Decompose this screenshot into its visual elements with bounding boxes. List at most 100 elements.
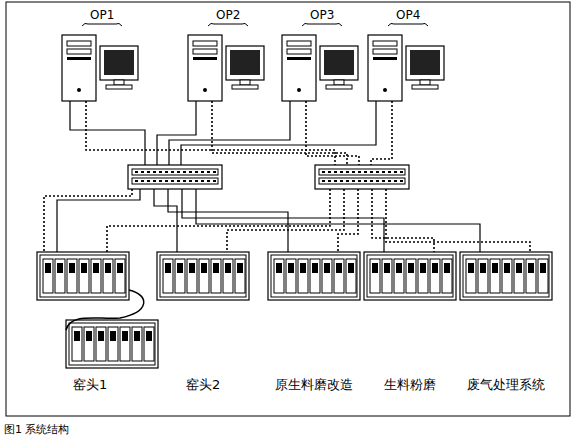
drive-bay (287, 41, 311, 46)
power-button (203, 88, 207, 92)
monitor-screen (230, 50, 260, 75)
figure-frame (6, 2, 570, 416)
module-front (86, 331, 92, 341)
io-module (418, 259, 428, 293)
dotted-network-cable (227, 189, 344, 252)
module-front (146, 331, 152, 341)
module-front (276, 263, 282, 273)
plc-station: 窑头1 (71, 376, 109, 394)
label-bracket (208, 23, 248, 26)
station-name: 窑头1 (73, 376, 107, 394)
computer-tower (368, 35, 402, 101)
station-label: OP3 (310, 8, 334, 22)
drive-slot (373, 57, 397, 60)
switch-port (364, 180, 367, 182)
switch-port (165, 180, 168, 182)
rack-frame (160, 255, 246, 297)
drive-bay (373, 49, 397, 54)
rack-frame (69, 323, 155, 365)
module-front (225, 263, 231, 273)
io-module (394, 259, 404, 293)
switch-port (328, 180, 331, 182)
plc-rack (157, 252, 249, 300)
switch-port (346, 180, 349, 182)
switch-port (195, 180, 198, 182)
computer-tower (282, 35, 316, 101)
plc-rack (66, 320, 158, 368)
rack-frame (40, 255, 126, 297)
switch-port (400, 180, 403, 182)
label-bracket (388, 23, 428, 26)
label-bracket (302, 23, 342, 26)
io-module (72, 327, 82, 361)
module-front (408, 263, 414, 273)
monitor-stand (114, 80, 124, 85)
switch-port (394, 180, 397, 182)
module-front (372, 263, 378, 273)
switch-port (370, 171, 373, 173)
station-name: 废气处理系统 (467, 376, 545, 394)
module-front (528, 263, 534, 273)
solid-network-cable (154, 189, 177, 252)
monitor-stand (420, 80, 430, 85)
computer-tower (188, 35, 222, 101)
figure-caption: 图1 系统结构 (4, 422, 70, 437)
dotted-network-cable (86, 101, 335, 165)
switch-port (370, 180, 373, 182)
io-module (310, 259, 320, 293)
io-module (175, 259, 185, 293)
switch-port (135, 180, 138, 182)
switch-port (147, 171, 150, 173)
switch-port (346, 171, 349, 173)
dotted-network-cable (338, 189, 358, 252)
switch-port (183, 171, 186, 173)
io-module (67, 259, 77, 293)
drive-bay (373, 41, 397, 46)
plc-station: 废气处理系统 (465, 376, 547, 394)
network-switch (128, 165, 222, 189)
module-front (432, 263, 438, 273)
io-module (43, 259, 53, 293)
module-front (45, 263, 51, 273)
monitor-stand (334, 80, 344, 85)
io-module (490, 259, 500, 293)
io-module (526, 259, 536, 293)
rack-frame (271, 255, 357, 297)
switch-port (376, 171, 379, 173)
monitor (406, 46, 444, 80)
switch-port (189, 180, 192, 182)
monitor (226, 46, 264, 80)
module-front (105, 263, 111, 273)
computer-tower (62, 35, 96, 101)
module-front (69, 263, 75, 273)
monitor (100, 46, 138, 80)
drive-bay (193, 41, 217, 46)
io-module (538, 259, 548, 293)
switch-port (213, 180, 216, 182)
io-module (274, 259, 284, 293)
switch-port (340, 171, 343, 173)
io-module (132, 327, 142, 361)
module-front (300, 263, 306, 273)
io-module (84, 327, 94, 361)
module-front (516, 263, 522, 273)
station-label: OP1 (90, 8, 114, 22)
switch-port (334, 171, 337, 173)
io-module (370, 259, 380, 293)
io-module (382, 259, 392, 293)
module-front (540, 263, 546, 273)
dotted-network-cable (306, 101, 359, 165)
switch-port (213, 171, 216, 173)
label-bracket (82, 23, 122, 26)
module-front (312, 263, 318, 273)
switch-port (207, 180, 210, 182)
module-front (122, 331, 128, 341)
io-module (334, 259, 344, 293)
switch-port (177, 180, 180, 182)
module-front (213, 263, 219, 273)
io-module (91, 259, 101, 293)
switch-port (388, 180, 391, 182)
switch-port (382, 180, 385, 182)
plc-station: 原生料磨改造 (273, 376, 355, 394)
module-front (110, 331, 116, 341)
